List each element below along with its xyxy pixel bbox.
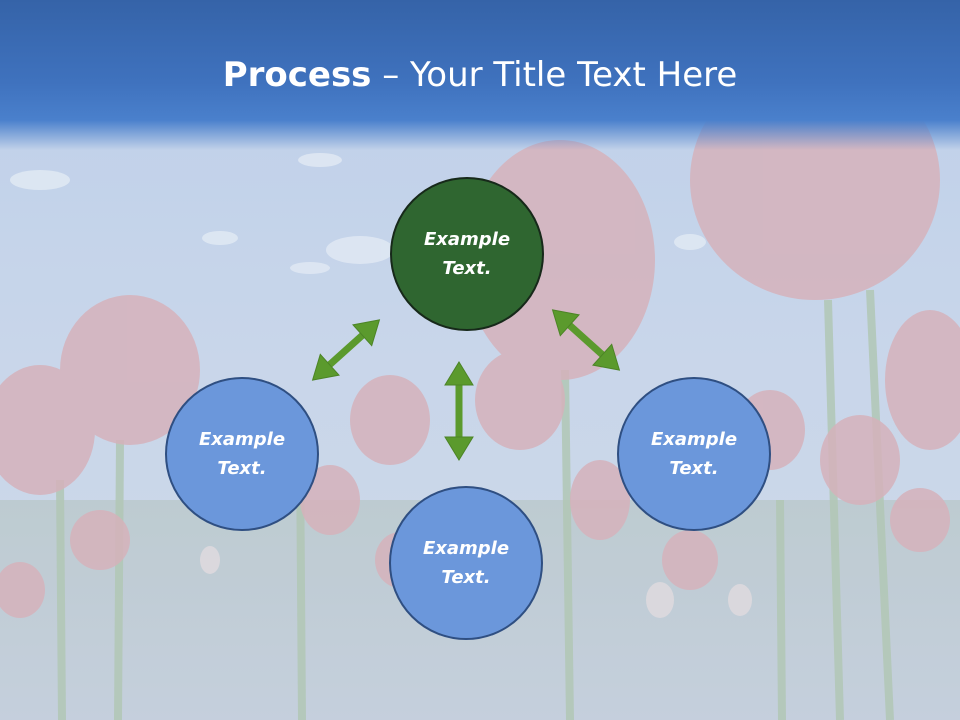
process-node-left-text: Example Text.	[198, 429, 286, 479]
process-node-left: Example Text.	[165, 377, 319, 531]
title-rest-text: – Your Title Text Here	[371, 55, 738, 95]
arrow-top-right	[551, 309, 621, 371]
slide-title: Process – Your Title Text Here	[0, 52, 960, 98]
title-bar	[0, 0, 960, 150]
arrow-vertical	[444, 361, 474, 461]
process-node-top-text: Example Text.	[423, 229, 511, 279]
process-node-bottom: Example Text.	[389, 486, 543, 640]
process-node-right: Example Text.	[617, 377, 771, 531]
process-node-top: Example Text.	[390, 177, 544, 331]
process-node-right-text: Example Text.	[650, 429, 738, 479]
arrow-top-left	[311, 319, 381, 381]
process-node-bottom-text: Example Text.	[422, 538, 510, 588]
title-bold-text: Process	[222, 55, 372, 95]
